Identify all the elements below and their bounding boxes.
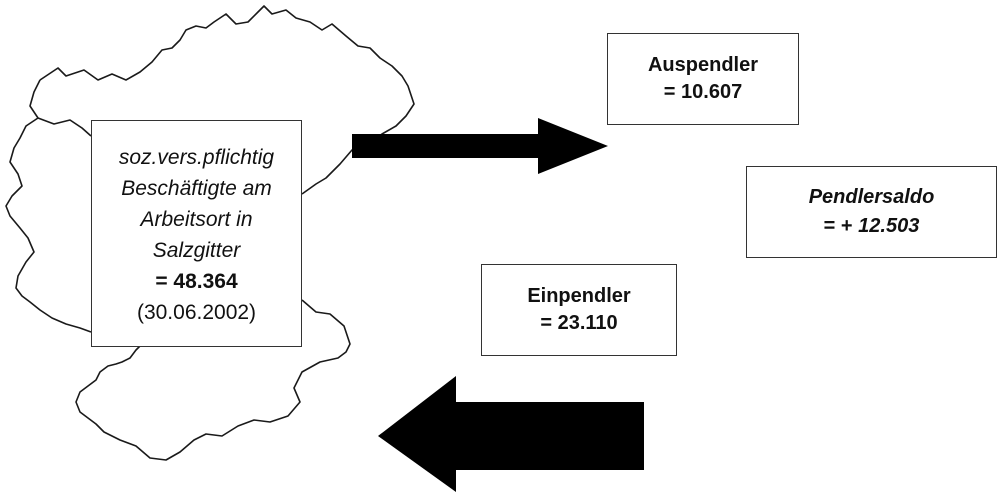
balance-label: Pendlersaldo (808, 186, 935, 208)
workforce-line-2: Beschäftigte am (121, 176, 272, 200)
inbound-commuters-box: Einpendler = 23.110 (481, 264, 677, 356)
workforce-date: (30.06.2002) (136, 300, 257, 324)
balance-value-prefix: = + (823, 215, 859, 237)
outbound-value: = 10.607 (663, 81, 743, 103)
inbound-value: = 23.110 (540, 312, 618, 334)
region-boundary (5, 5, 415, 461)
balance-value-line: = + 12.503 (824, 212, 920, 241)
workforce-line-4: Salzgitter (152, 238, 241, 262)
balance-value: 12.503 (858, 215, 920, 237)
outbound-arrow-icon (352, 118, 608, 174)
inbound-arrow-icon (378, 376, 644, 492)
outbound-commuters-box: Auspendler = 10.607 (607, 33, 799, 125)
outbound-label: Auspendler (647, 54, 759, 76)
inbound-label: Einpendler (527, 285, 631, 307)
commuter-balance-box: Pendlersaldo = + 12.503 (746, 166, 997, 258)
workforce-line-1: soz.vers.pflichtig (118, 145, 275, 169)
workforce-value: = 48.364 (155, 269, 238, 293)
workforce-info-box: soz.vers.pflichtig Beschäftigte am Arbei… (91, 120, 302, 347)
workforce-line-3: Arbeitsort in (140, 207, 253, 231)
